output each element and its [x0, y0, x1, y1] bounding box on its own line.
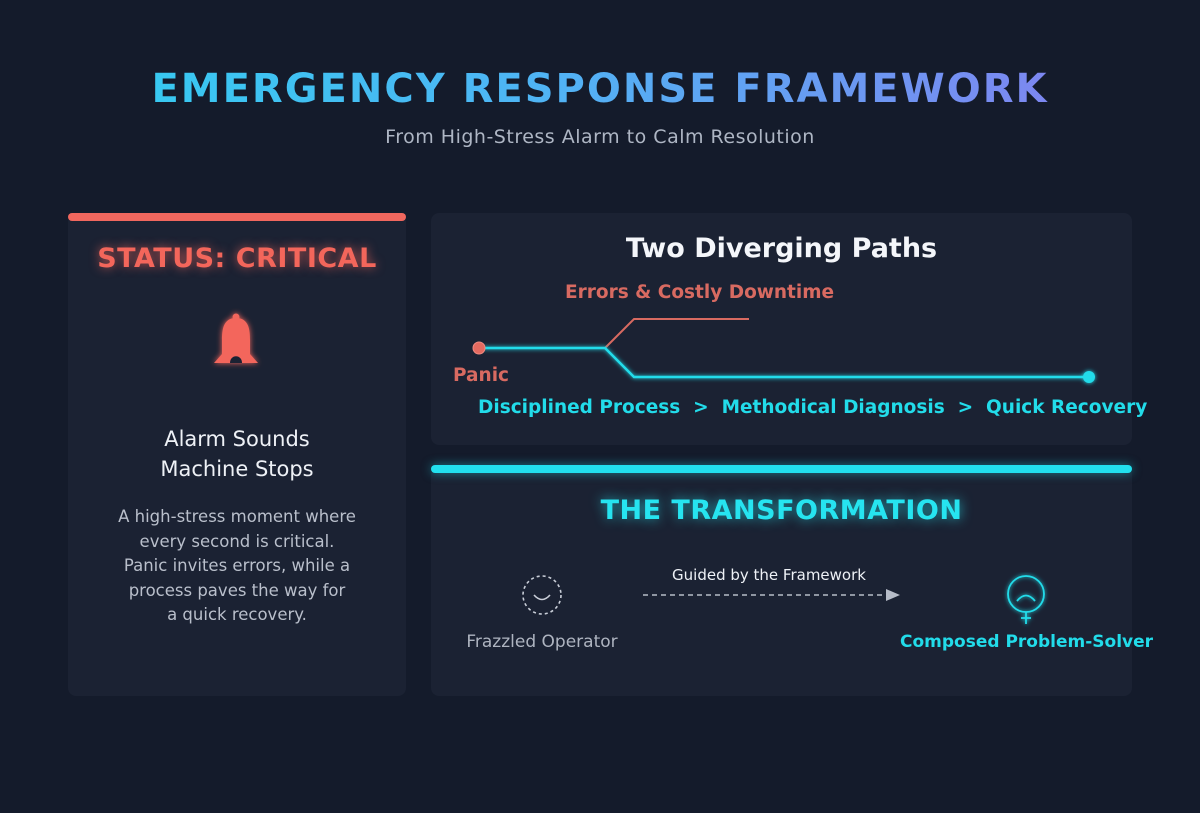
status-card [68, 213, 406, 696]
step-separator: > [686, 397, 716, 418]
page-title: EMERGENCY RESPONSE FRAMEWORK [0, 66, 1200, 112]
recovery-path-line [479, 346, 1089, 379]
description-line: A high-stress moment where [118, 507, 356, 526]
female-symbol-icon [1007, 575, 1045, 624]
errors-path-line [604, 318, 749, 349]
step-quick-recovery: Quick Recovery [986, 397, 1148, 418]
arrow-label: Guided by the Framework [672, 566, 866, 584]
dashed-arrow-icon [643, 589, 900, 601]
panic-label: Panic [453, 365, 510, 386]
alarm-text: Alarm Sounds Machine Stops [68, 424, 406, 484]
process-steps: Disciplined Process > Methodical Diagnos… [478, 397, 1147, 418]
bell-icon [214, 313, 258, 363]
description-line: Panic invites errors, while a [123, 556, 351, 575]
status-label: STATUS: CRITICAL [97, 243, 377, 274]
paths-title: Two Diverging Paths [625, 233, 938, 264]
diverging-paths-diagram [472, 318, 1095, 383]
composed-solver-label: Composed Problem-Solver [900, 632, 1154, 652]
transformation-title: THE TRANSFORMATION [600, 495, 963, 526]
page-subtitle: From High-Stress Alarm to Calm Resolutio… [385, 126, 815, 148]
description-line: every second is critical. [139, 531, 335, 551]
status-description: A high-stress moment where every second … [98, 505, 376, 628]
smiley-face-icon [522, 575, 562, 615]
alarm-line-1: Alarm Sounds [164, 427, 310, 451]
paths-card [431, 213, 1132, 445]
alarm-line-2: Machine Stops [160, 457, 314, 481]
step-disciplined-process: Disciplined Process [478, 397, 681, 418]
description-line: process paves the way for [128, 580, 346, 600]
critical-accent-bar [68, 213, 406, 221]
frazzled-operator-label: Frazzled Operator [466, 632, 618, 652]
transformation-accent-bar [431, 465, 1132, 473]
errors-path-label: Errors & Costly Downtime [565, 282, 835, 303]
transformation-card [431, 466, 1132, 696]
description-line: a quick recovery. [167, 605, 307, 624]
panic-start-dot [472, 341, 486, 355]
step-separator: > [951, 397, 980, 418]
step-methodical-diagnosis: Methodical Diagnosis [721, 397, 945, 418]
recovery-end-dot [1083, 371, 1095, 383]
